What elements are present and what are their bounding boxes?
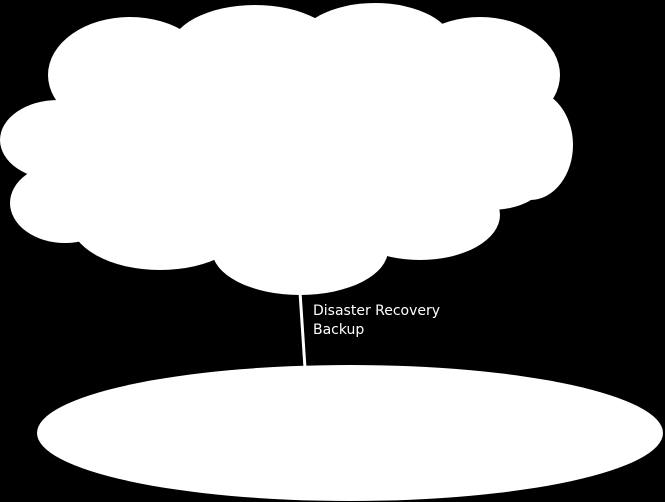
- cloud-shape: [0, 3, 573, 295]
- connector-label-line2: Backup: [313, 322, 365, 338]
- connector-line: [298, 291, 307, 369]
- connector-label-line1: Disaster Recovery: [313, 303, 441, 319]
- connector-label: Disaster Recovery Backup: [313, 302, 440, 340]
- storage-ellipse: [37, 365, 663, 501]
